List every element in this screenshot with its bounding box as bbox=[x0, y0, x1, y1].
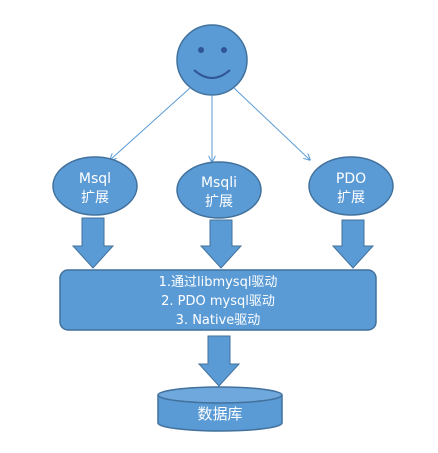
database-label: 数据库 bbox=[197, 405, 242, 423]
extension-pdo: PDO 扩展 bbox=[308, 156, 394, 216]
driver-libmysql: 1.通过libmysql驱动 bbox=[159, 275, 278, 290]
extension-mysql: Msql 扩展 bbox=[52, 156, 138, 216]
extension-mysql-suffix: 扩展 bbox=[81, 190, 109, 206]
drivers-box: 1.通过libmysql驱动 2. PDO mysql驱动 3. Native驱… bbox=[59, 269, 377, 331]
smiley-face-icon bbox=[176, 24, 248, 96]
database-cylinder-icon: 数据库 bbox=[157, 386, 283, 432]
block-arrow-mysql-to-drivers bbox=[71, 217, 115, 269]
extension-pdo-name: PDO bbox=[336, 171, 366, 187]
driver-pdo-mysql: 2. PDO mysql驱动 bbox=[161, 294, 275, 309]
extension-pdo-suffix: 扩展 bbox=[337, 190, 365, 206]
connector-user-to-mysql bbox=[110, 87, 191, 160]
extension-mysqli: Msqli 扩展 bbox=[176, 161, 262, 219]
extension-mysqli-suffix: 扩展 bbox=[205, 194, 233, 210]
block-arrow-pdo-to-drivers bbox=[331, 219, 375, 269]
block-arrow-mysqli-to-drivers bbox=[199, 219, 243, 269]
extension-mysqli-name: Msqli bbox=[201, 175, 237, 191]
connector-user-to-pdo bbox=[233, 87, 310, 160]
extension-mysql-name: Msql bbox=[79, 171, 111, 187]
block-arrow-drivers-to-database bbox=[197, 335, 241, 387]
driver-native: 3. Native驱动 bbox=[176, 313, 261, 328]
